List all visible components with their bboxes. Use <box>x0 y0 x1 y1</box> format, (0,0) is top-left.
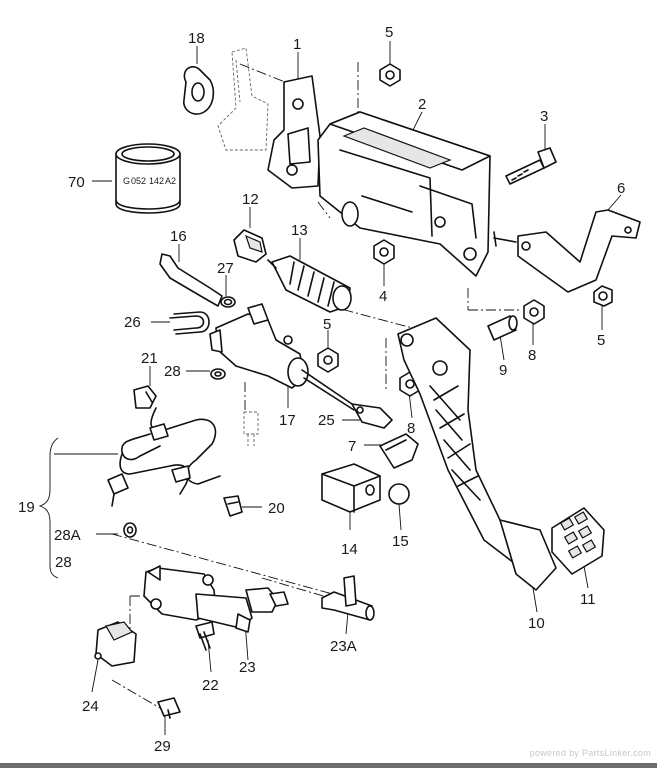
callout-11: 11 <box>580 591 596 608</box>
leader-lines <box>38 41 622 735</box>
callout-13: 13 <box>291 222 308 239</box>
grommet-18 <box>183 66 215 115</box>
pedal-pad-11 <box>551 507 605 575</box>
bolt-3 <box>505 147 557 185</box>
nut-5-mid <box>317 347 339 373</box>
clevis-25 <box>351 403 393 429</box>
callout-28-upper: 28 <box>164 363 181 380</box>
callout-14: 14 <box>341 541 358 558</box>
callout-26: 26 <box>124 314 141 331</box>
boot-13 <box>267 255 352 313</box>
callout-18: 18 <box>188 30 205 47</box>
callout-19: 19 <box>18 499 35 516</box>
callout-5-right: 5 <box>597 332 605 349</box>
callout-9: 9 <box>499 362 507 379</box>
callout-23a: 23A <box>330 638 357 655</box>
callout-1: 1 <box>293 36 301 53</box>
callout-22: 22 <box>202 677 219 694</box>
callout-25: 25 <box>318 412 335 429</box>
callout-5-top: 5 <box>385 24 393 41</box>
tape-roll-70: G 052 142 A2 <box>115 143 181 214</box>
callout-17: 17 <box>279 412 296 429</box>
callout-6: 6 <box>617 180 625 197</box>
stamp-text-2: 052 <box>131 176 146 186</box>
connector-23a <box>321 575 375 621</box>
nut-8-upper <box>523 299 545 325</box>
callout-20: 20 <box>268 500 285 517</box>
sleeve-9 <box>487 315 518 341</box>
switch-bracket-7 <box>379 433 419 469</box>
ring-27 <box>220 296 236 308</box>
footer-bar <box>0 763 657 768</box>
clip-12 <box>233 229 267 263</box>
retaining-clip-26 <box>169 311 210 335</box>
screw-22 <box>195 621 215 651</box>
callout-28-lower: 28 <box>55 554 72 571</box>
stamp-text-3: 142 <box>149 176 164 186</box>
callout-29: 29 <box>154 738 171 755</box>
cap-15 <box>388 483 410 505</box>
clip-21 <box>133 385 157 409</box>
nut-5-top <box>379 63 401 87</box>
nut-5-right <box>593 285 613 307</box>
callout-23: 23 <box>239 659 256 676</box>
callout-8-lower: 8 <box>407 420 415 437</box>
nut-4 <box>373 239 395 265</box>
bolt-29 <box>157 697 181 719</box>
o-ring-28a <box>123 522 137 538</box>
callout-16: 16 <box>170 228 187 245</box>
callout-5-mid: 5 <box>323 316 331 333</box>
ghost-bracket <box>217 47 269 151</box>
hose-16 <box>159 253 223 307</box>
callout-21: 21 <box>141 350 158 367</box>
sensor-plug <box>243 411 259 446</box>
callout-7: 7 <box>348 438 356 455</box>
pedal-bracket-2 <box>317 111 491 277</box>
footer-credit[interactable]: powered by PartsLinker.com <box>529 748 651 758</box>
callout-27: 27 <box>217 260 234 277</box>
callout-3: 3 <box>540 108 548 125</box>
support-bracket-6 <box>493 209 641 293</box>
callout-10: 10 <box>528 615 545 632</box>
brake-pedal-10 <box>397 317 557 591</box>
stamp-text-1: G <box>123 176 130 186</box>
callout-12: 12 <box>242 191 259 208</box>
o-ring-28 <box>210 368 226 380</box>
slave-cylinder-23 <box>143 565 289 633</box>
callout-8-upper: 8 <box>528 347 536 364</box>
stamp-text-4: A2 <box>165 176 176 186</box>
callout-4: 4 <box>379 288 387 305</box>
callout-70: 70 <box>68 174 85 191</box>
callout-15: 15 <box>392 533 409 550</box>
callout-24: 24 <box>82 698 99 715</box>
switch-14 <box>321 463 381 513</box>
callout-2: 2 <box>418 96 426 113</box>
hydraulic-line-19 <box>107 407 221 507</box>
bracket-24 <box>94 621 137 667</box>
master-cylinder-17 <box>209 303 355 411</box>
centre-lines <box>111 62 520 709</box>
clip-20 <box>223 495 243 517</box>
callout-28a: 28A <box>54 527 81 544</box>
callout-labels: 1 2 3 4 5 5 5 6 7 8 8 9 10 11 12 13 14 1… <box>18 24 625 755</box>
mounting-plate-1 <box>267 75 321 189</box>
